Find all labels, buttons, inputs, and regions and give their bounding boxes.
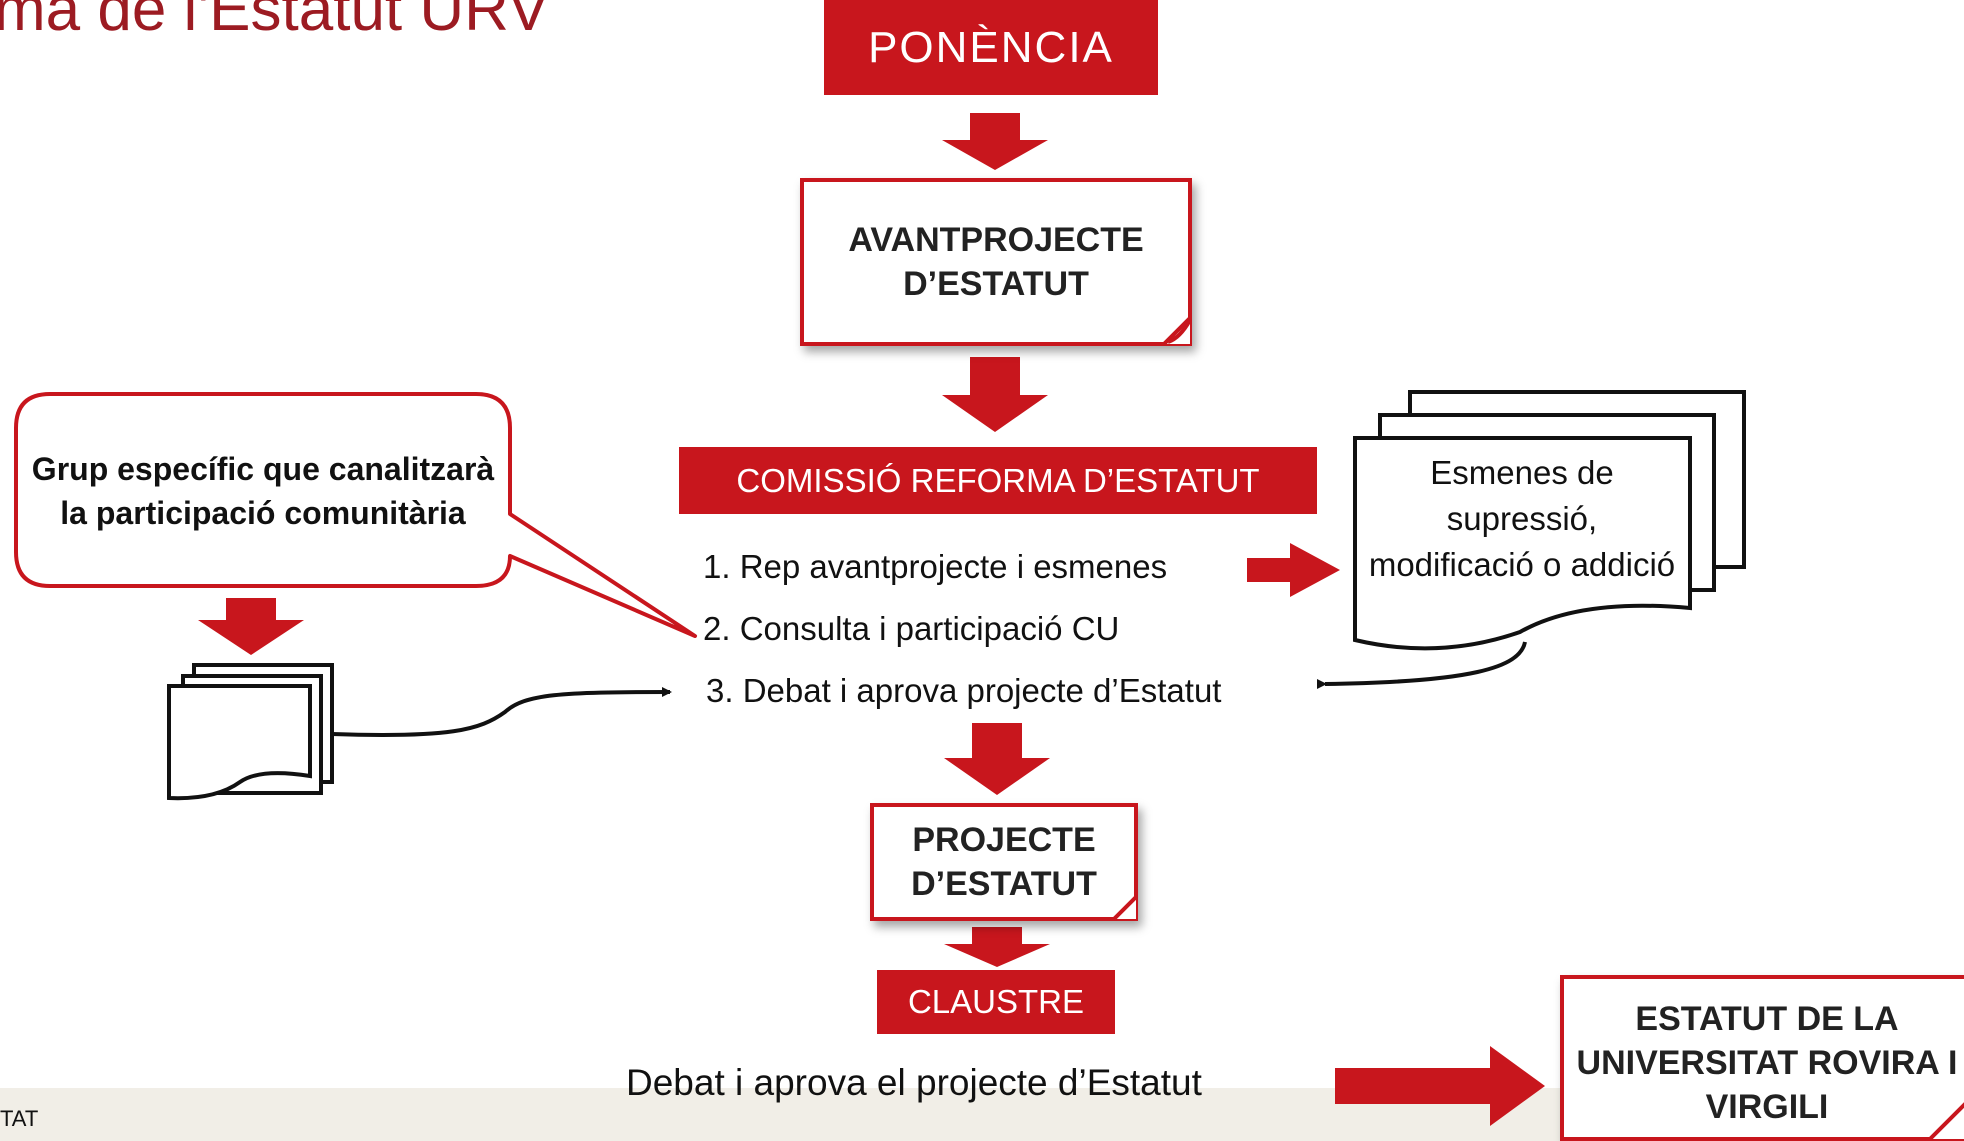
page-fold-icon (1925, 1102, 1964, 1141)
estatut-final-label: ESTATUT DE LA UNIVERSITAT ROVIRA I VIRGI… (1576, 1000, 1958, 1126)
step-2: 2. Consulta i participació CU (703, 610, 1120, 647)
document-stack-right (1353, 390, 1746, 651)
right-arrow-esmenes (1247, 543, 1340, 597)
down-arrow-2 (942, 357, 1048, 432)
callout-bubble (14, 392, 697, 638)
down-arrow-grup (198, 598, 304, 655)
page-fold-icon (1159, 313, 1192, 346)
avantprojecte-label: AVANTPROJECTE D’ESTATUT (848, 221, 1144, 303)
footer-label: TAT (0, 1106, 39, 1131)
down-arrow-4 (944, 927, 1050, 967)
avantprojecte-document: AVANTPROJECTE D’ESTATUT (800, 178, 1192, 346)
connector-esmenes-to-step3 (1323, 641, 1527, 689)
step-1: 1. Rep avantprojecte i esmenes (703, 548, 1168, 585)
esmenes-label: Esmenes de supressió, modificació o addi… (1368, 454, 1676, 583)
document-stack-left (167, 663, 334, 801)
debat-claustre-label: Debat i aprova el projecte d’Estatut (626, 1062, 1202, 1103)
page-fold-icon (1109, 892, 1138, 921)
page-title: ma de l'Estatut URV (0, 0, 550, 44)
projecte-label: PROJECTE D’ESTATUT (911, 821, 1097, 903)
down-arrow-1 (942, 113, 1048, 170)
right-arrow-estatut (1335, 1046, 1545, 1126)
down-arrow-3 (944, 723, 1050, 795)
ponencia-box: PONÈNCIA (824, 0, 1158, 95)
comissio-box: COMISSIÓ REFORMA D’ESTATUT (679, 447, 1317, 514)
claustre-box: CLAUSTRE (877, 970, 1115, 1034)
grup-callout-label: Grup específic que canalitzarà la partic… (31, 451, 495, 531)
projecte-document: PROJECTE D’ESTATUT (870, 803, 1138, 921)
estatut-final-document: ESTATUT DE LA UNIVERSITAT ROVIRA I VIRGI… (1560, 975, 1964, 1141)
step-3: 3. Debat i aprova projecte d’Estatut (706, 672, 1222, 709)
connector-stack-to-step3 (331, 687, 672, 737)
